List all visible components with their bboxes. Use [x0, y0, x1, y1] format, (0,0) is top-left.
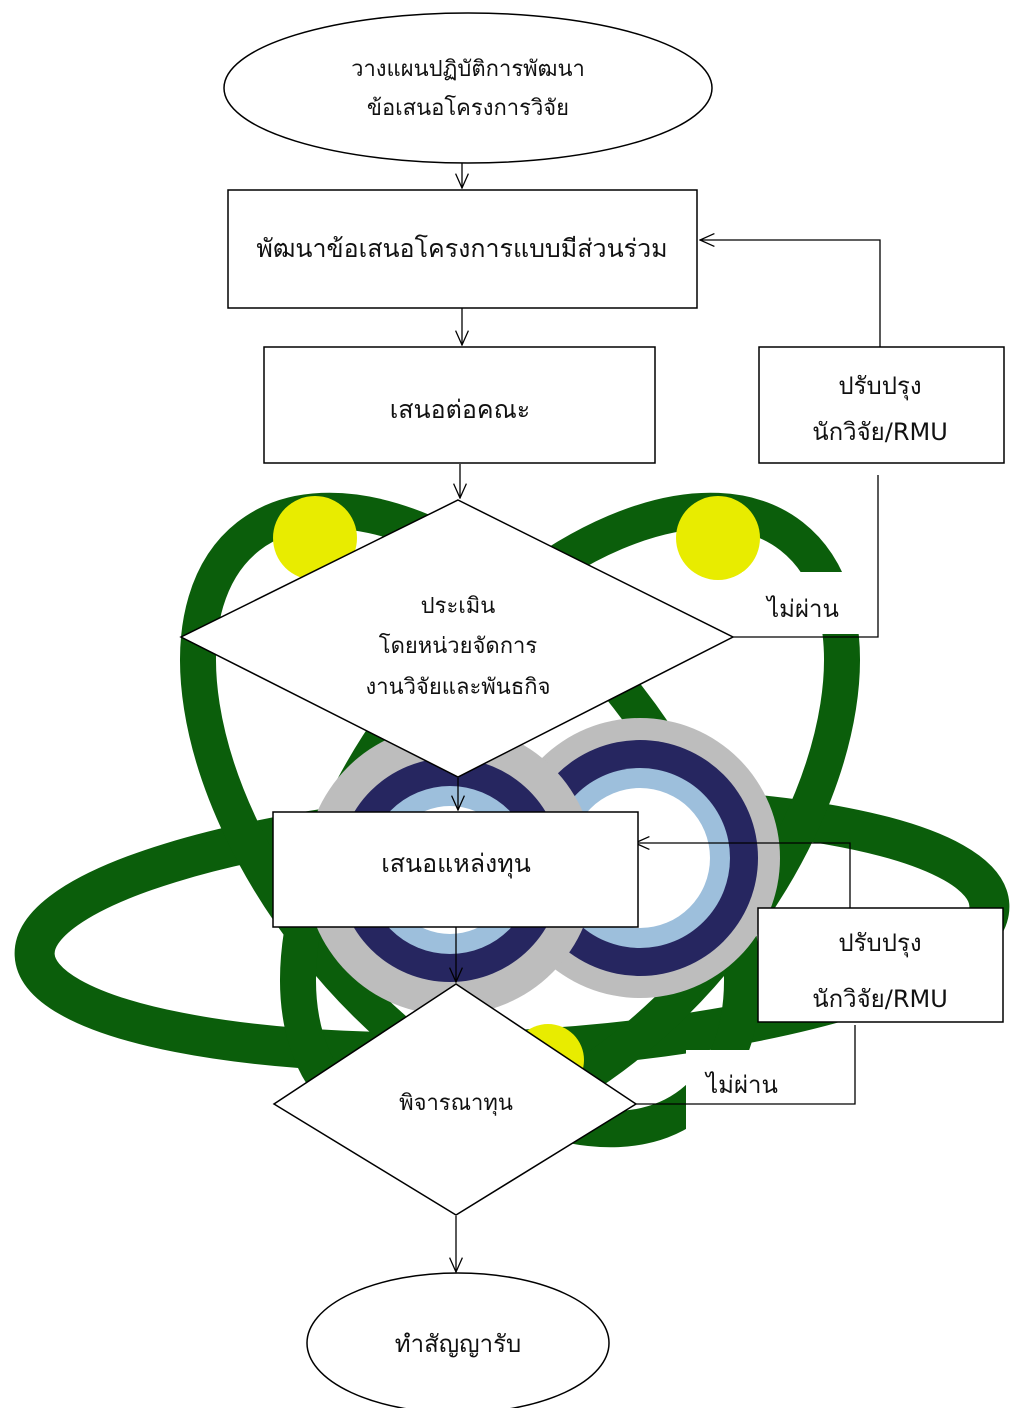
- propose-faculty-node: เสนอต่อคณะ: [263, 346, 656, 464]
- electron-left: [273, 496, 357, 580]
- end-label: ทำสัญญารับ: [395, 1330, 521, 1358]
- revise-1-line-1: ปรับปรุง: [838, 372, 921, 401]
- end-node: ทำสัญญารับ: [306, 1272, 610, 1408]
- fail-label-1: ไม่ผ่าน: [765, 595, 839, 623]
- develop-label: พัฒนาข้อเสนอโครงการแบบมีส่วนร่วม: [256, 234, 667, 263]
- evaluate-line-3: งานวิจัยและพันธกิจ: [366, 675, 551, 700]
- revise-node-1: ปรับปรุง นักวิจัย/RMU: [758, 346, 1005, 464]
- electron-right: [676, 496, 760, 580]
- propose-faculty-label: เสนอต่อคณะ: [390, 395, 531, 424]
- start-line-1: วางแผนปฏิบัติการพัฒนา: [351, 57, 585, 82]
- propose-fund-node: เสนอแหล่งทุน: [272, 811, 639, 928]
- consider-fund-label: พิจารณาทุน: [399, 1091, 513, 1116]
- revise-node-2: ปรับปรุง นักวิจัย/RMU: [757, 907, 1004, 1023]
- start-node: วางแผนปฏิบัติการพัฒนา ข้อเสนอโครงการวิจั…: [223, 12, 713, 164]
- evaluate-decision: ประเมิน โดยหน่วยจัดการ งานวิจัยและพันธกิ…: [179, 499, 735, 778]
- revise-2-line-1: ปรับปรุง: [838, 929, 921, 958]
- consider-fund-decision: พิจารณาทุน: [272, 983, 638, 1216]
- evaluate-line-1: ประเมิน: [421, 594, 496, 619]
- evaluate-line-2: โดยหน่วยจัดการ: [379, 633, 538, 659]
- connectors: [456, 162, 881, 1272]
- start-line-2: ข้อเสนอโครงการวิจัย: [367, 95, 569, 121]
- revise-1-line-2: นักวิจัย/RMU: [812, 418, 948, 446]
- fail-label-bg-2: [686, 1050, 854, 1134]
- propose-fund-label: เสนอแหล่งทุน: [381, 849, 531, 879]
- fail-label-bg-1: [742, 572, 878, 634]
- develop-node: พัฒนาข้อเสนอโครงการแบบมีส่วนร่วม: [227, 189, 698, 309]
- revise-2-line-2: นักวิจัย/RMU: [812, 985, 948, 1013]
- fail-label-2: ไม่ผ่าน: [704, 1071, 778, 1099]
